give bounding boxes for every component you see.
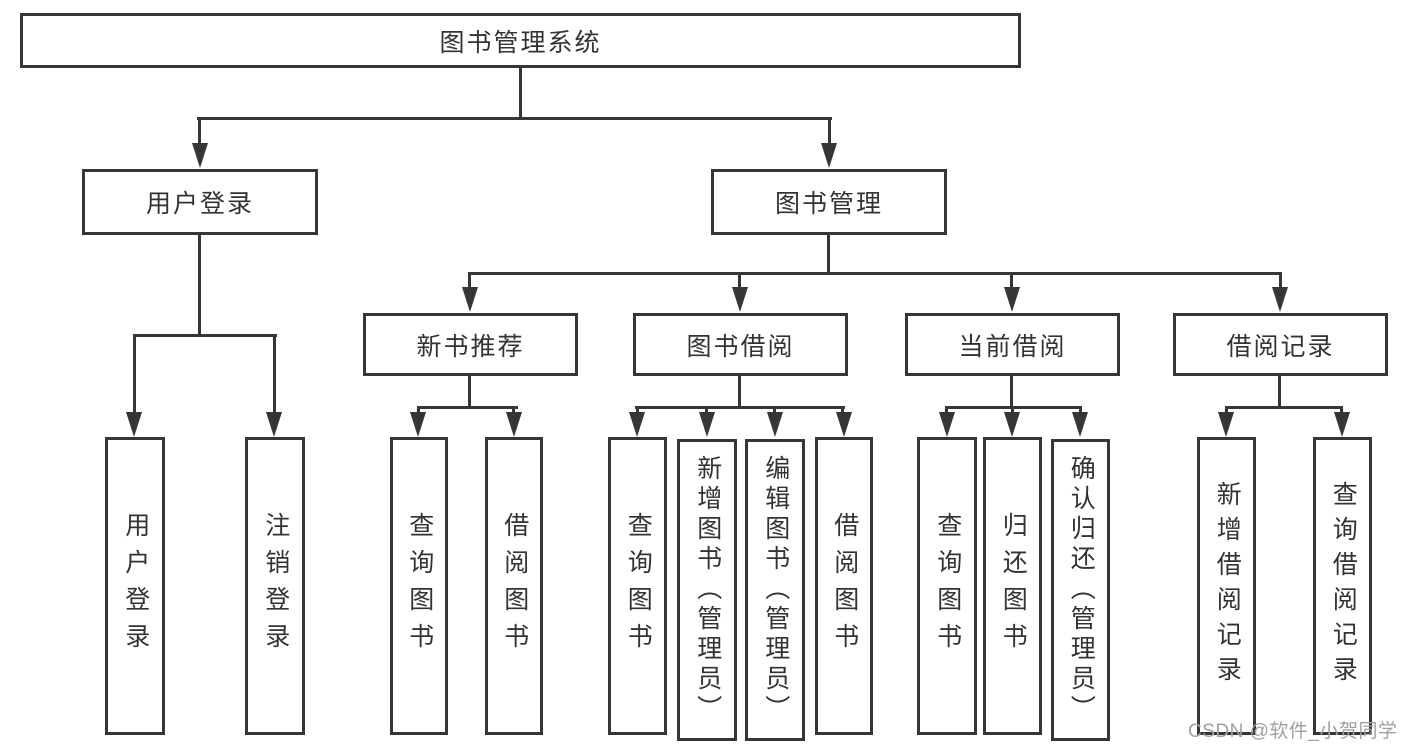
arrow-down-icon xyxy=(629,412,645,437)
leaf-recommend-query-books: 查询图书 xyxy=(390,437,448,735)
node-book-borrowing: 图书借阅 xyxy=(633,313,848,376)
arrow-down-icon xyxy=(767,412,783,437)
connector-line xyxy=(1010,374,1013,409)
node-label: 归还图书 xyxy=(999,512,1028,660)
node-label: 图书管理 xyxy=(774,190,883,218)
leaf-current-query-books: 查询图书 xyxy=(917,437,977,735)
connector-line xyxy=(468,272,1282,275)
arrow-down-icon xyxy=(266,412,282,437)
leaf-borrow-borrow-books: 借阅图书 xyxy=(815,437,873,735)
connector-line xyxy=(1079,406,1082,414)
connector-line xyxy=(273,334,276,414)
connector-line xyxy=(1010,272,1013,288)
node-label: 确认归还（管理员） xyxy=(1067,455,1096,725)
connector-line xyxy=(417,406,518,409)
connector-line xyxy=(841,406,844,414)
arrow-down-icon xyxy=(1218,412,1234,437)
arrow-down-icon xyxy=(1334,412,1350,437)
arrow-down-icon xyxy=(1004,412,1020,437)
connector-line xyxy=(468,374,471,409)
node-label: 查询图书 xyxy=(933,512,962,660)
connector-line xyxy=(512,406,515,414)
node-label: 查询借阅记录 xyxy=(1329,481,1358,691)
arrow-down-icon xyxy=(410,412,426,437)
leaf-borrow-query-books: 查询图书 xyxy=(608,437,667,735)
connector-line xyxy=(828,117,831,145)
node-label: 借阅图书 xyxy=(500,512,529,660)
connector-line xyxy=(738,272,741,288)
connector-line xyxy=(945,406,948,414)
connector-line xyxy=(133,334,136,414)
connector-line xyxy=(417,406,420,414)
leaf-borrow-edit-books-admin: 编辑图书（管理员） xyxy=(745,439,805,741)
connector-line xyxy=(198,233,201,336)
leaf-records-add-record: 新增借阅记录 xyxy=(1197,437,1256,735)
node-label: 编辑图书（管理员） xyxy=(761,455,790,725)
arrow-down-icon xyxy=(699,412,715,437)
node-label: 新书推荐 xyxy=(416,332,525,361)
connector-line xyxy=(519,66,522,120)
node-label: 新增图书（管理员） xyxy=(693,455,722,725)
arrow-down-icon xyxy=(506,412,522,437)
leaf-borrow-add-books-admin: 新增图书（管理员） xyxy=(677,439,737,741)
watermark: CSDN @软件_小贺同学 xyxy=(1188,721,1398,742)
arrow-down-icon xyxy=(836,412,852,437)
connector-line xyxy=(133,334,277,337)
node-label: 图书管理系统 xyxy=(439,28,602,57)
leaf-records-query-record: 查询借阅记录 xyxy=(1313,437,1372,735)
node-library-system: 图书管理系统 xyxy=(20,13,1021,68)
arrow-down-icon xyxy=(821,143,837,168)
arrow-down-icon xyxy=(1072,412,1088,437)
node-label: 用户登录 xyxy=(145,190,254,218)
connector-line xyxy=(1340,406,1343,414)
connector-line xyxy=(1279,272,1282,288)
connector-line xyxy=(773,406,776,414)
arrow-down-icon xyxy=(939,412,955,437)
leaf-user-login: 用户登录 xyxy=(105,437,165,735)
arrow-down-icon xyxy=(1272,287,1288,312)
node-label: 借阅图书 xyxy=(830,512,859,660)
connector-line xyxy=(635,406,845,409)
arrow-down-icon xyxy=(126,412,142,437)
node-label: 借阅记录 xyxy=(1226,332,1335,361)
connector-line xyxy=(738,374,741,409)
connector-line xyxy=(468,272,471,288)
node-book-management: 图书管理 xyxy=(711,169,947,235)
arrow-down-icon xyxy=(192,143,208,168)
connector-line xyxy=(1225,406,1228,414)
node-user-login: 用户登录 xyxy=(82,169,318,235)
connector-line xyxy=(1278,374,1281,409)
connector-line xyxy=(1226,406,1343,409)
connector-line xyxy=(1011,406,1014,414)
node-current-borrowing: 当前借阅 xyxy=(905,313,1120,376)
leaf-current-confirm-return-admin: 确认归还（管理员） xyxy=(1051,439,1110,741)
node-label: 新增借阅记录 xyxy=(1213,481,1242,691)
leaf-recommend-borrow-books: 借阅图书 xyxy=(485,437,543,735)
arrow-down-icon xyxy=(462,287,478,312)
node-label: 当前借阅 xyxy=(958,332,1067,361)
connector-line xyxy=(636,406,639,414)
node-borrowing-records: 借阅记录 xyxy=(1173,313,1388,376)
leaf-current-return-books: 归还图书 xyxy=(983,437,1042,735)
connector-line xyxy=(705,406,708,414)
node-label: 查询图书 xyxy=(405,512,434,660)
node-label: 用户登录 xyxy=(121,512,150,660)
node-label: 注销登录 xyxy=(261,512,290,660)
arrow-down-icon xyxy=(732,287,748,312)
connector-line xyxy=(197,117,832,120)
node-label: 查询图书 xyxy=(624,512,653,660)
node-new-book-recommendation: 新书推荐 xyxy=(363,313,578,376)
node-label: 图书借阅 xyxy=(686,332,795,361)
connector-line xyxy=(827,233,830,275)
leaf-logout-login: 注销登录 xyxy=(245,437,305,735)
connector-line xyxy=(198,117,201,145)
arrow-down-icon xyxy=(1004,287,1020,312)
